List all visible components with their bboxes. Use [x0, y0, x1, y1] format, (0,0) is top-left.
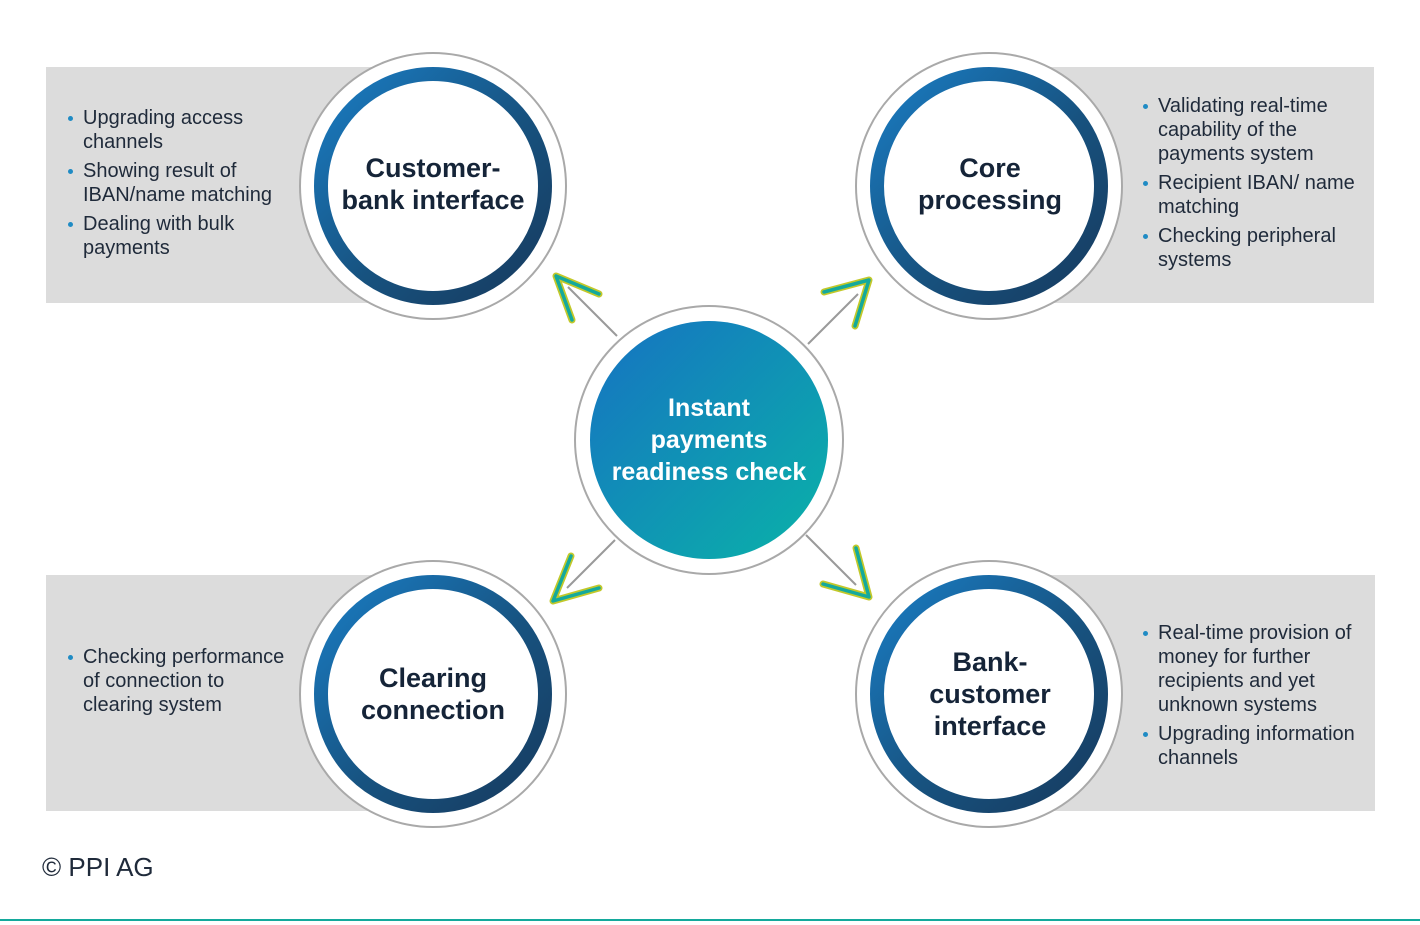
list-item: Showing result of IBAN/name matching — [67, 159, 297, 207]
footer-divider — [0, 919, 1420, 921]
connector-line-bl — [566, 539, 616, 589]
node-bank-customer-interface — [855, 560, 1123, 828]
core-processing-list: Validating real-time capability of the p… — [1142, 94, 1367, 277]
arrow-icon — [549, 552, 603, 605]
clearing-list: Checking performance of connection to cl… — [67, 645, 297, 722]
node-clearing-connection — [299, 560, 567, 828]
arrow-icon — [552, 272, 603, 324]
arrow-icon — [819, 544, 873, 601]
arrow-icon — [820, 276, 873, 330]
node-center — [574, 305, 844, 575]
node-label-clearing: Clearing connection — [360, 663, 505, 725]
copyright-text: © PPI AG — [42, 852, 154, 882]
connector-line-br — [805, 534, 857, 586]
list-item: Real-time provision of money for further… — [1142, 621, 1370, 717]
list-item: Upgrading access channels — [67, 106, 297, 154]
list-item: Checking performance of connection to cl… — [67, 645, 297, 717]
node-label-customer-bank: Customer- bank interface — [341, 153, 525, 215]
node-label-core-processing: Core processing — [917, 153, 1063, 215]
bank-customer-list: Real-time provision of money for further… — [1142, 621, 1370, 775]
list-item: Dealing with bulk payments — [67, 212, 297, 260]
arrow-heads — [549, 272, 873, 605]
node-label-bank-customer: Bank- customer interface — [929, 647, 1051, 741]
node-core-processing — [855, 52, 1123, 320]
list-item: Upgrading information channels — [1142, 722, 1370, 770]
node-customer-bank-interface — [299, 52, 567, 320]
list-item: Checking peripheral systems — [1142, 224, 1367, 272]
customer-bank-list: Upgrading access channels Showing result… — [67, 106, 297, 265]
connector-line-tr — [807, 293, 859, 345]
connector-line-tl — [567, 286, 618, 337]
connector-lines — [566, 286, 859, 589]
center-label: Instant payments readiness check — [611, 394, 807, 486]
list-item: Validating real-time capability of the p… — [1142, 94, 1367, 166]
list-item: Recipient IBAN/ name matching — [1142, 171, 1367, 219]
